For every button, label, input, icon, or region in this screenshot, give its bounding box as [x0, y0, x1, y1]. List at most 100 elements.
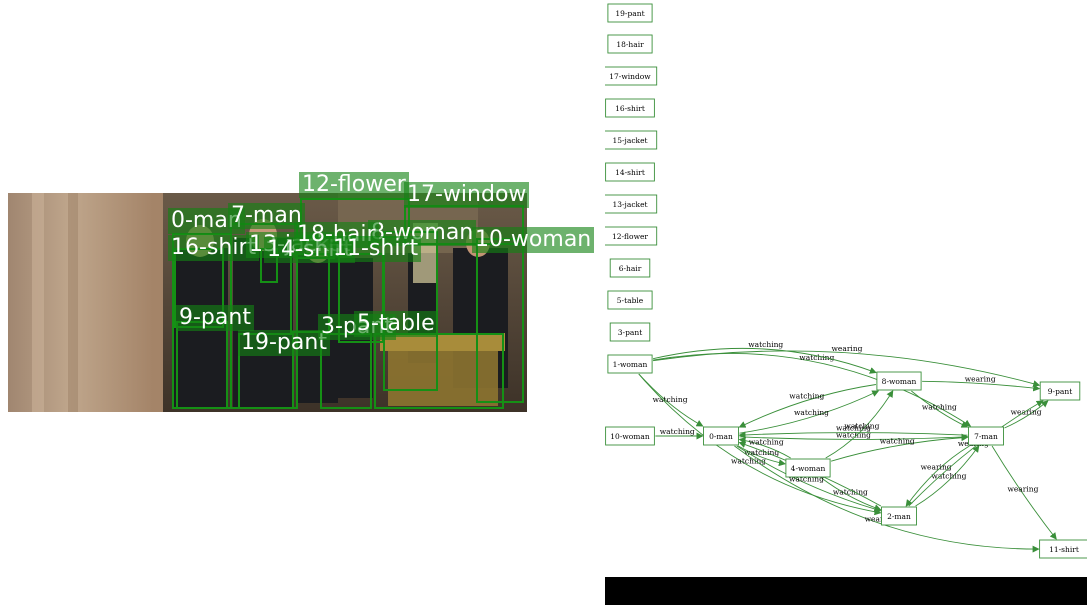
graph-node-box: [609, 258, 651, 278]
graph-node-19-pant: 19-pant: [607, 3, 653, 23]
graph-node-label: 5-table: [617, 296, 644, 305]
graph-edge-label: wearing: [921, 463, 952, 472]
graph-edge-label: watching: [880, 437, 915, 446]
detection-label-17-window: 17-window: [404, 182, 530, 208]
graph-edge-n8-n7: [911, 390, 969, 428]
graph-node-0-man: 0-man: [703, 426, 739, 446]
graph-node-box: [609, 322, 651, 342]
detection-label-5-table: 5-table: [354, 311, 438, 337]
graph-node-label: 11-shirt: [1049, 545, 1079, 554]
graph-node-10-woman: 10-woman: [605, 426, 655, 446]
graph-node-label: 14-shirt: [615, 168, 645, 177]
bbox-5-table: [374, 333, 504, 409]
graph-node-box: [785, 458, 831, 478]
graph-edge-n4-n8: [825, 390, 894, 459]
graph-edge-label: watching: [844, 421, 879, 430]
graph-edge-n2-n9: [908, 400, 1044, 507]
graph-edge-label: wearing: [1007, 485, 1038, 494]
graph-node-1-woman: 1-woman: [607, 354, 653, 374]
graph-node-label: 17-window: [609, 72, 651, 81]
graph-edge-label: watching: [749, 438, 784, 447]
graph-edge-label: wearing: [832, 344, 863, 353]
graph-edge-n1-n2: [638, 373, 882, 516]
graph-edge-label: watching: [744, 448, 779, 457]
graph-node-label: 18-hair: [616, 40, 644, 49]
graph-node-label: 3-pant: [618, 328, 642, 337]
graph-node-18-hair: 18-hair: [607, 34, 653, 54]
detection-label-11-shirt: 11-shirt: [330, 236, 422, 262]
graph-node-label: 16-shirt: [615, 104, 645, 113]
graph-edge-n0-n4: [738, 445, 786, 467]
detection-label-19-pant: 19-pant: [238, 330, 330, 356]
graph-node-box: [605, 226, 658, 246]
graph-node-box: [703, 426, 739, 446]
graph-edge-label: wearing: [1011, 408, 1042, 417]
graph-edge-n1-n7: [653, 353, 972, 427]
graph-edge-n1-n9: [653, 350, 1041, 388]
graph-node-label: 1-woman: [613, 360, 648, 369]
graph-node-5-table: 5-table: [607, 290, 653, 310]
graph-node-label: 10-woman: [610, 432, 650, 441]
graph-edge-n7-n9: [1004, 400, 1049, 429]
graph-edge-n8-n9: [922, 380, 1041, 392]
graph-node-box: [607, 3, 653, 23]
detection-label-12-flower: 12-flower: [299, 172, 409, 198]
graph-node-box: [607, 290, 653, 310]
graph-node-label: 19-pant: [615, 9, 644, 18]
graph-node-box: [881, 506, 917, 526]
graph-edge-n4-n7: [830, 434, 969, 462]
detection-label-7-man: 7-man: [228, 203, 305, 229]
graph-node-box: [1039, 381, 1081, 401]
graph-edge-label: watching: [653, 395, 688, 404]
graph-edge-n0-n8: [739, 390, 880, 434]
graph-node-label: 12-flower: [612, 232, 648, 241]
graph-node-4-woman: 4-woman: [785, 458, 831, 478]
graph-edge-label: watching: [789, 391, 824, 400]
graph-edge-n1-n8: [652, 347, 877, 374]
graph-node-3-pant: 3-pant: [609, 322, 651, 342]
bottom-black-bar: [605, 577, 1087, 605]
graph-node-box: [876, 371, 922, 391]
graph-edge-label: watching: [833, 487, 868, 496]
graph-node-12-flower: 12-flower: [605, 226, 658, 246]
graph-edge-label: watching: [922, 402, 957, 411]
graph-node-16-shirt: 16-shirt: [605, 98, 655, 118]
graph-node-box: [605, 98, 655, 118]
graph-node-label: 4-woman: [791, 464, 826, 473]
graph-node-label: 7-man: [974, 432, 998, 441]
graph-node-box: [968, 426, 1004, 446]
graph-node-box: [605, 194, 658, 214]
graph-node-2-man: 2-man: [881, 506, 917, 526]
graph-node-label: 15-jacket: [612, 136, 647, 145]
detection-label-9-pant: 9-pant: [176, 305, 254, 331]
graph-node-11-shirt: 11-shirt: [1039, 539, 1087, 559]
graph-node-box: [605, 162, 655, 182]
graph-node-label: 6-hair: [619, 264, 642, 273]
graph-edge-label: watching: [836, 430, 871, 439]
graph-node-box: [605, 130, 658, 150]
graph-edge-n7-n0: [738, 431, 968, 439]
graph-node-14-shirt: 14-shirt: [605, 162, 655, 182]
graph-node-9-pant: 9-pant: [1039, 381, 1081, 401]
annotated-scene-image: 0-man 16-shirt 13-jacket 7-man 14-shirt …: [8, 172, 595, 412]
graph-node-15-jacket: 15-jacket: [605, 130, 658, 150]
graph-node-box: [1039, 539, 1087, 559]
graph-node-17-window: 17-window: [605, 66, 658, 86]
graph-node-label: 13-jacket: [612, 200, 647, 209]
graph-edge-label: watching: [748, 340, 783, 349]
graph-node-box: [607, 34, 653, 54]
graph-node-7-man: 7-man: [968, 426, 1004, 446]
graph-edge-label: watching: [799, 353, 834, 362]
detection-label-16-shirt: 16-shirt: [168, 235, 260, 261]
bbox-9-pant: [176, 321, 228, 409]
graph-edge-n7-n11: [991, 445, 1057, 540]
graph-edge-label: wearing: [965, 374, 996, 383]
graph-node-13-jacket: 13-jacket: [605, 194, 658, 214]
graph-edge-n0-n2: [736, 445, 882, 513]
graph-edge-label: watching: [731, 457, 766, 466]
graph-node-label: 2-man: [887, 512, 911, 521]
graph-node-box: [607, 354, 653, 374]
graph-edge-label: watching: [836, 424, 871, 433]
graph-node-label: 9-pant: [1048, 387, 1072, 396]
